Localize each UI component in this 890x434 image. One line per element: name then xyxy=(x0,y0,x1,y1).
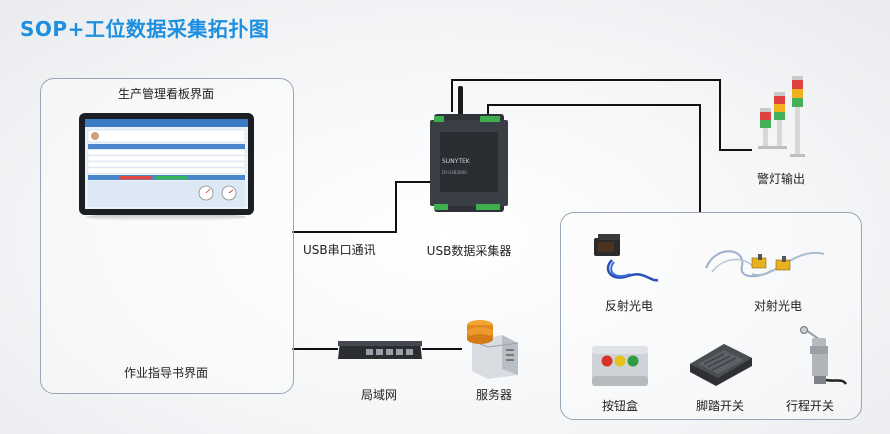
usb-link-line xyxy=(292,181,432,233)
limit-switch-label: 行程开关 xyxy=(785,399,835,413)
lan-switch-image xyxy=(336,335,424,365)
alarm-light-label: 警灯输出 xyxy=(756,172,806,186)
diagram-title: SOP+工位数据采集拓扑图 xyxy=(20,17,270,41)
foot-switch-image xyxy=(684,336,756,388)
server-image xyxy=(458,315,522,379)
reflective-photoelectric-image xyxy=(592,230,662,288)
button-box-label: 按钮盒 xyxy=(601,399,639,413)
through-beam-photoelectric-image xyxy=(702,238,828,282)
alarm-link-line-outer xyxy=(451,79,752,151)
collector-brand: SUNYTEK xyxy=(442,158,470,165)
foot-switch-label: 脚踏开关 xyxy=(695,399,745,413)
dashboard-tablet-image xyxy=(79,113,254,222)
lan-label: 局域网 xyxy=(360,388,398,402)
work-instruction-ui-label: 作业指导书界面 xyxy=(123,366,209,380)
alarm-link-line-inner xyxy=(487,104,701,212)
reflective-photoelectric-label: 反射光电 xyxy=(604,299,654,313)
usb-link-label: USB串口通讯 xyxy=(303,243,376,257)
usb-data-collector-label: USB数据采集器 xyxy=(426,244,512,258)
through-beam-photoelectric-label: 对射光电 xyxy=(753,299,803,313)
dashboard-ui-label: 生产管理看板界面 xyxy=(117,87,215,101)
button-box-image xyxy=(590,342,650,388)
limit-switch-image xyxy=(780,326,850,390)
collector-model: DY-USB3000 xyxy=(442,170,467,175)
alarm-light-image xyxy=(752,74,812,160)
usb-data-collector-image: SUNYTEK DY-USB3000 xyxy=(428,86,510,218)
server-label: 服务器 xyxy=(475,388,513,402)
